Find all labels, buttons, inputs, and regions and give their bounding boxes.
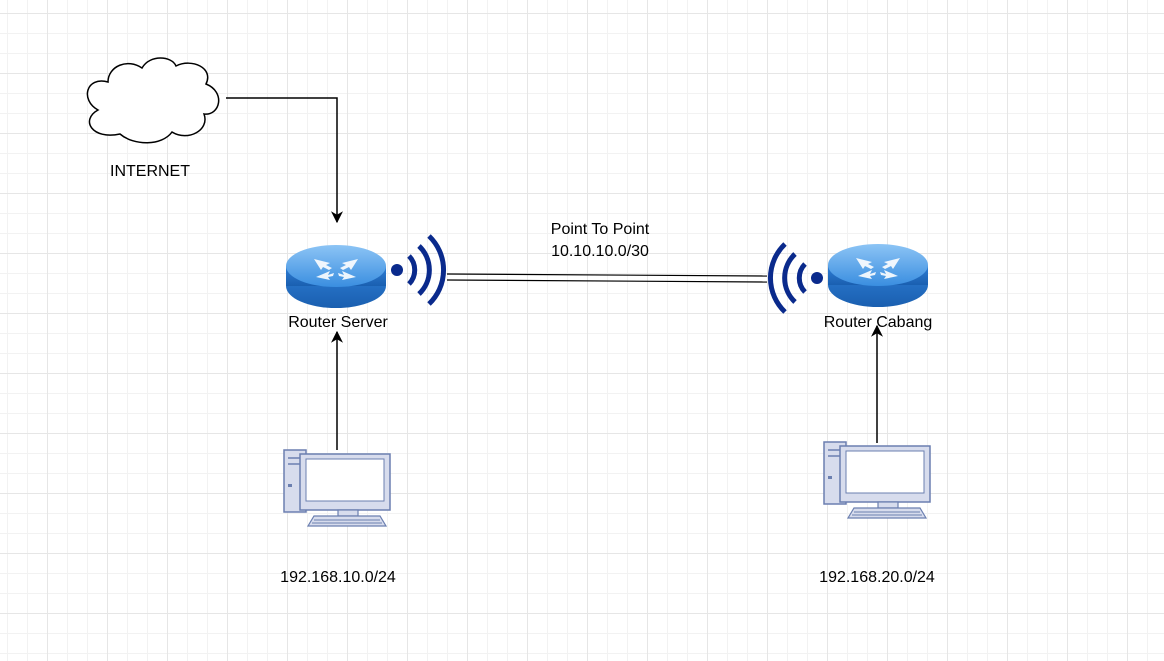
desktop-computer-icon (823, 441, 931, 519)
cloud-icon (86, 57, 220, 144)
router-icon (286, 245, 386, 308)
internet-to-router-connector (226, 97, 343, 224)
wireless-signal-icon (767, 242, 823, 314)
wireless-signal-icon (391, 234, 447, 306)
internet-label: INTERNET (110, 163, 190, 180)
router-icon (828, 244, 928, 307)
point-to-point-link (446, 273, 768, 283)
point-to-point-label: Point To Point (550, 221, 650, 238)
desktop-computer-icon (283, 449, 391, 527)
router-cabang-label: Router Cabang (823, 314, 933, 331)
router-server-label: Router Server (288, 314, 388, 331)
pc-server-subnet-label: 192.168.10.0/24 (280, 569, 396, 586)
pc-cabang-subnet-label: 192.168.20.0/24 (819, 569, 935, 586)
point-to-point-subnet-label: 10.10.10.0/30 (551, 243, 649, 260)
